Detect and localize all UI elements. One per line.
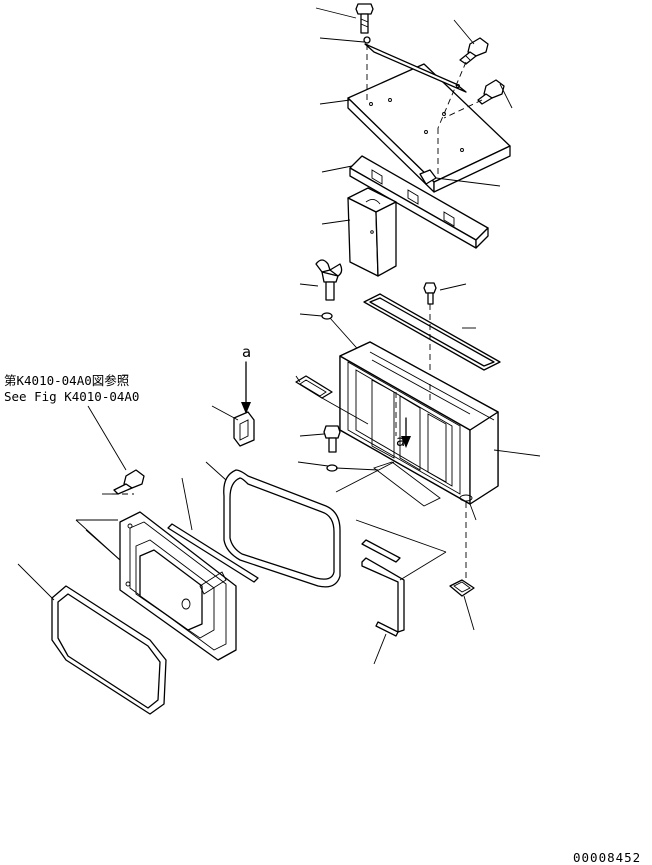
small-strip xyxy=(361,539,401,563)
view-label-a-left: a xyxy=(242,343,251,361)
right-latch xyxy=(449,579,475,597)
view-arrow-left xyxy=(241,402,251,414)
left-octagon-gasket xyxy=(51,585,167,715)
left-bolt xyxy=(113,469,145,495)
mid-bolt xyxy=(323,425,341,453)
foam-strip xyxy=(349,155,489,249)
mid-washer xyxy=(326,464,338,472)
drawing-number: 00008452 xyxy=(573,850,641,865)
view-label-a-right: a xyxy=(396,432,405,450)
seal-bolt xyxy=(423,282,437,305)
block-part xyxy=(347,187,397,277)
top-bolt xyxy=(355,3,374,34)
callout-leaders xyxy=(17,7,541,665)
retainer-clip xyxy=(295,375,333,399)
wing-bolt xyxy=(315,259,343,301)
top-washer xyxy=(363,36,371,44)
reference-note-japanese: 第K4010-04A0図参照 xyxy=(4,373,129,388)
front-frame-plate xyxy=(119,511,237,661)
side-bolt-upper xyxy=(459,37,489,65)
main-housing xyxy=(339,341,499,507)
latch-part xyxy=(233,411,255,447)
thin-strip xyxy=(167,523,259,583)
view-arrow-right xyxy=(401,436,411,448)
l-seal xyxy=(361,557,405,633)
top-seal-gasket xyxy=(363,293,501,371)
window-gasket xyxy=(223,469,341,588)
reference-note-english: See Fig K4010-04A0 xyxy=(4,389,139,404)
side-bolt-lower xyxy=(477,79,505,105)
